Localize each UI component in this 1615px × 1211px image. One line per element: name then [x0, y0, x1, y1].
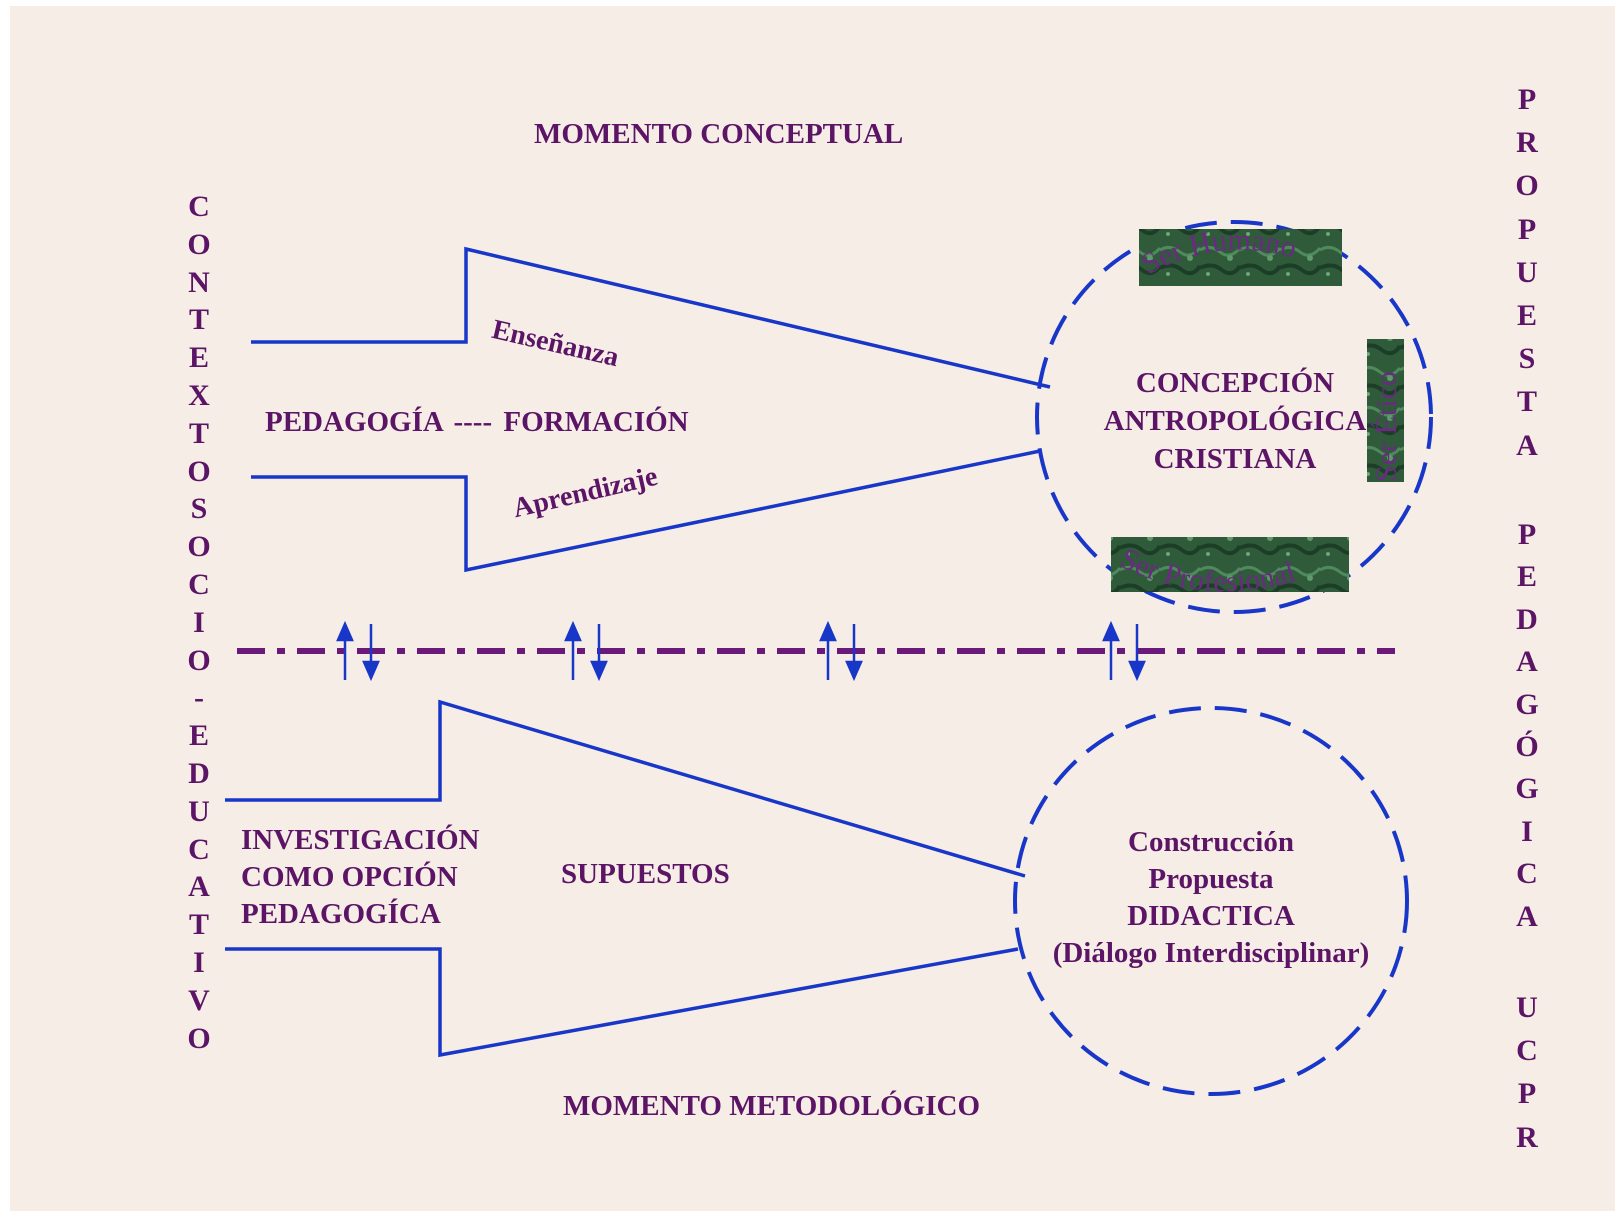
right-vertical-ucpr-letter: P — [1517, 1077, 1537, 1111]
left-vertical-letter: I — [193, 945, 205, 979]
arrow-pair-3 — [819, 620, 863, 682]
right-vertical-pedagogica-letter: A — [1516, 899, 1538, 933]
right-vertical-propuesta-letter: P — [1517, 83, 1537, 116]
left-vertical-letter: O — [187, 227, 211, 261]
tile-ser-profesional — [1111, 537, 1349, 592]
left-vertical-letter: C — [188, 832, 210, 866]
upper-arrow-center-label: PEDAGOGÍA ---- FORMACIÓN — [265, 406, 689, 438]
lower-circle — [1013, 706, 1409, 1096]
right-vertical-pedagogica-letter: C — [1516, 857, 1538, 891]
right-vertical-ucpr-letter: C — [1516, 1034, 1538, 1068]
arrow-pair-1 — [336, 620, 380, 682]
right-vertical-pedagogica-letter: Ó — [1515, 730, 1539, 764]
left-vertical-letter: A — [188, 870, 210, 904]
right-vertical-propuesta-letter: U — [1516, 255, 1538, 289]
left-vertical-letter: T — [188, 908, 209, 942]
lower-circle-line4: (Diálogo Interdisciplinar) — [1052, 937, 1370, 969]
right-vertical-pedagogica-letter: P — [1517, 518, 1537, 551]
tile-ser-humano — [1139, 229, 1342, 286]
left-vertical-letter: I — [193, 605, 205, 639]
left-vertical-letter: E — [188, 341, 209, 375]
lower-circle-line1: Construcción — [1128, 826, 1294, 858]
upper-arrow — [251, 246, 1051, 573]
left-vertical-letter: D — [188, 756, 210, 790]
left-vertical-letter: - — [194, 681, 204, 715]
lower-arrow-left-text: INVESTIGACIÓN COMO OPCIÓN PEDAGOGÍCA — [241, 822, 480, 933]
right-vertical-ucpr-letter: U — [1516, 991, 1538, 1024]
right-vertical-propuesta-letter: P — [1517, 212, 1537, 246]
lower-arrow-center-label: SUPUESTOS — [561, 858, 730, 890]
arrow-pair-4 — [1102, 620, 1146, 682]
right-vertical-propuesta-letter: R — [1516, 126, 1538, 160]
right-vertical-propuesta-letter: E — [1516, 299, 1537, 333]
lower-circle-text: Construcción Propuesta DIDACTICA (Diálog… — [1036, 824, 1386, 972]
tile-ser-etico — [1367, 339, 1404, 482]
upper-circle-line2: ANTROPOLÓGICA — [1103, 405, 1367, 437]
lower-left-line1: INVESTIGACIÓN — [241, 824, 480, 856]
lower-circle-line3: DIDACTICA — [1127, 900, 1295, 932]
left-vertical-letter: O — [187, 643, 211, 677]
upper-circle — [1035, 220, 1433, 614]
left-vertical-letter: V — [188, 983, 210, 1017]
left-vertical-letter: T — [188, 303, 209, 337]
right-vertical-propuesta-letter: T — [1516, 385, 1537, 419]
right-vertical-propuesta-letter: S — [1518, 342, 1536, 376]
left-vertical-letter: N — [188, 265, 210, 299]
left-vertical-letter: C — [188, 190, 210, 223]
right-vertical-pedagogica-letter: A — [1516, 645, 1538, 679]
right-vertical-propuesta-letter: A — [1516, 428, 1538, 462]
right-vertical-pedagogica-letter: G — [1515, 687, 1539, 721]
left-vertical-letter: C — [188, 567, 210, 601]
right-vertical-pedagogica-letter: I — [1521, 814, 1533, 848]
lower-left-line2: COMO OPCIÓN — [241, 861, 458, 893]
upper-circle-line1: CONCEPCIÓN — [1135, 367, 1335, 399]
left-vertical-letter: S — [190, 492, 208, 526]
left-vertical-letter: E — [188, 719, 209, 753]
lower-circle-line2: Propuesta — [1148, 863, 1274, 895]
tile-ser-etico-text: Ser Ético — [1370, 371, 1403, 482]
left-vertical-letter: O — [187, 454, 211, 488]
upper-circle-line3: CRISTIANA — [1153, 443, 1317, 475]
top-title: MOMENTO CONCEPTUAL — [534, 118, 904, 150]
bottom-title: MOMENTO METODOLÓGICO — [563, 1090, 981, 1122]
diagram-canvas: Ser Humano Ser Profesional Ser Ético — [10, 6, 1615, 1211]
arrow-pairs — [336, 620, 1146, 682]
left-vertical-letter: U — [188, 794, 210, 828]
lower-left-line3: PEDAGOGÍCA — [241, 898, 441, 930]
right-vertical-ucpr-letter: R — [1516, 1120, 1538, 1154]
right-vertical-pedagogica-letter: G — [1515, 772, 1539, 806]
left-vertical-letter: O — [187, 1021, 211, 1055]
lower-arrow — [225, 699, 1026, 1058]
right-vertical-propuesta-letter: O — [1515, 169, 1539, 203]
left-vertical-letter: T — [188, 416, 209, 450]
left-vertical-letter: O — [187, 530, 211, 564]
left-vertical-letter: X — [188, 378, 210, 412]
right-vertical-pedagogica-letter: D — [1516, 602, 1538, 636]
right-vertical-pedagogica-letter: E — [1516, 560, 1537, 594]
arrow-pair-2 — [564, 620, 608, 682]
upper-circle-text: CONCEPCIÓN ANTROPOLÓGICA CRISTIANA — [1060, 364, 1410, 478]
